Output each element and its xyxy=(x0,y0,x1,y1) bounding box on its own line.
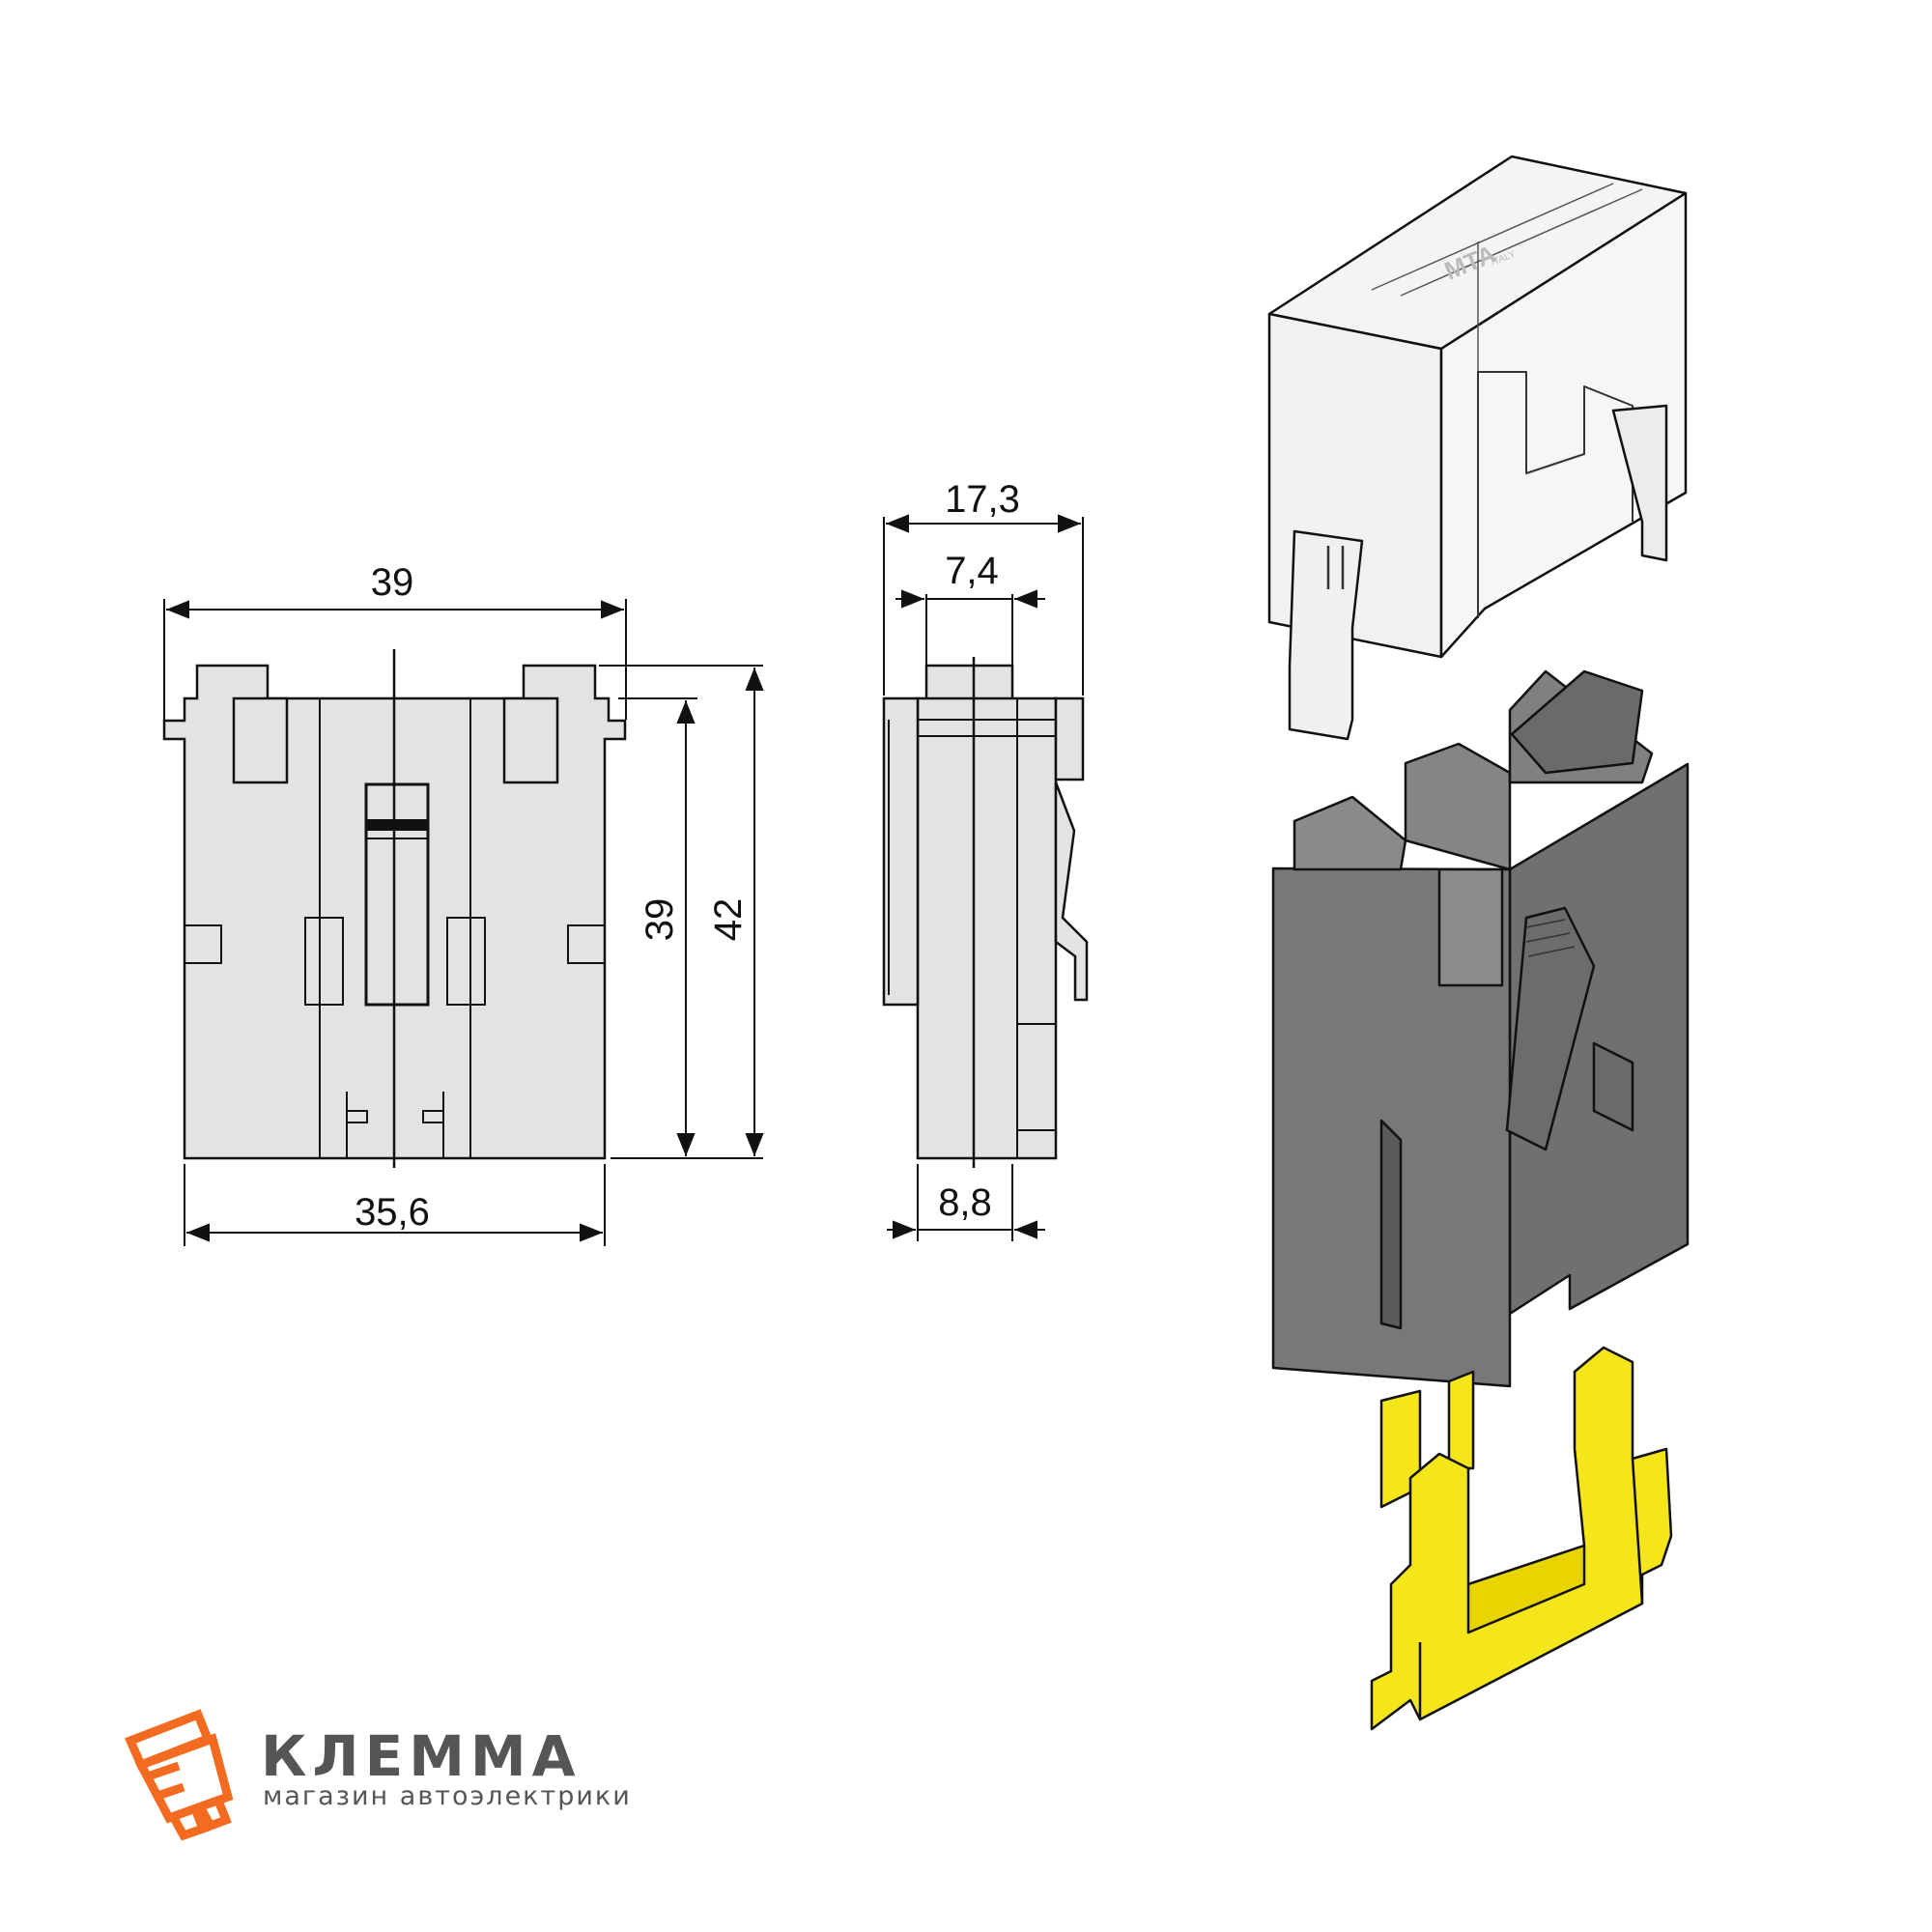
dim-top-block: 7,4 xyxy=(945,550,999,592)
dim-total-depth: 17,3 xyxy=(945,478,1020,521)
dim-bottom-offset: 8,8 xyxy=(938,1181,992,1224)
fuse-holder-base xyxy=(1271,669,1690,1388)
side-latch xyxy=(1054,781,1089,1002)
logo-subtitle: магазин автоэлектрики xyxy=(263,1781,632,1811)
front-left-slot xyxy=(232,696,289,784)
yellow-terminals xyxy=(1370,1346,1673,1731)
side-right-tab xyxy=(1054,696,1085,781)
store-logo: КЛЕММА магазин автоэлектрики xyxy=(124,1709,632,1841)
side-body xyxy=(916,696,1058,1160)
front-view: 39 35,6 39 42 xyxy=(162,561,764,1246)
fuse-window xyxy=(364,782,430,1007)
dim-bottom-width: 35,6 xyxy=(355,1191,430,1234)
transparent-cover: MTA ITALY xyxy=(1267,155,1688,741)
logo-title: КЛЕММА xyxy=(261,1723,582,1789)
dim-total-height: 42 xyxy=(707,898,750,942)
dim-top-width: 39 xyxy=(371,561,414,604)
logo-fuse-icon xyxy=(124,1709,234,1841)
side-view: 17,3 7,4 8,8 xyxy=(882,478,1089,1241)
dim-body-height: 39 xyxy=(639,898,681,942)
front-right-slot xyxy=(502,696,559,784)
